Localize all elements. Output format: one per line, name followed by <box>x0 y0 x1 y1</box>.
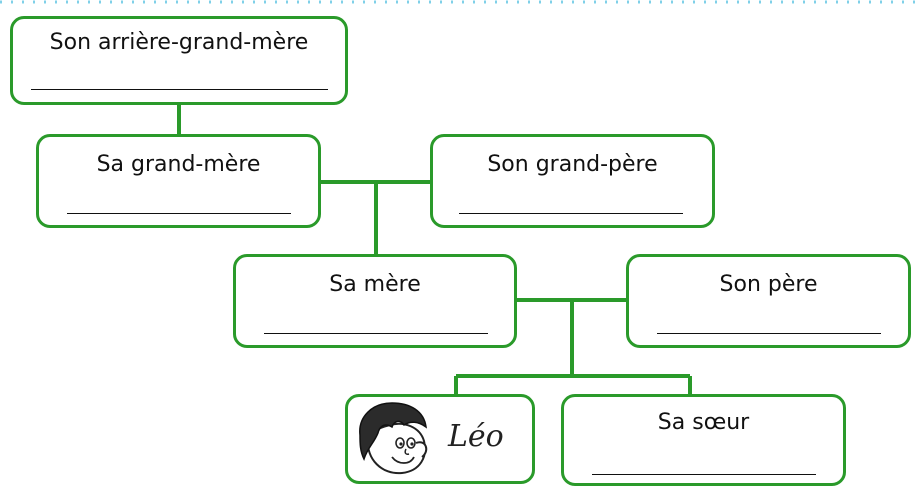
grandfather-label: Son grand-père <box>487 152 658 177</box>
father-blank[interactable] <box>657 333 881 334</box>
leo-box: Léo <box>345 394 535 484</box>
sister-label: Sa sœur <box>657 410 750 435</box>
mother-blank[interactable] <box>264 333 488 334</box>
mother-box: Sa mère <box>233 254 517 348</box>
grandmother-box: Sa grand-mère <box>36 134 321 228</box>
sister-box: Sa sœur <box>561 394 846 486</box>
grandmother-blank[interactable] <box>67 213 291 214</box>
grandmother-label: Sa grand-mère <box>96 152 261 177</box>
father-box: Son père <box>626 254 911 348</box>
great-grandmother-label: Son arrière-grand-mère <box>49 30 309 55</box>
father-label: Son père <box>719 272 818 297</box>
grandfather-box: Son grand-père <box>430 134 715 228</box>
mother-label: Sa mère <box>329 272 421 297</box>
boy-face-icon <box>359 402 428 475</box>
sister-blank[interactable] <box>592 474 816 475</box>
grandfather-blank[interactable] <box>459 213 683 214</box>
great-grandmother-box: Son arrière-grand-mère <box>10 16 348 105</box>
great-grandmother-blank[interactable] <box>31 89 328 90</box>
leo-name: Léo <box>448 419 504 454</box>
